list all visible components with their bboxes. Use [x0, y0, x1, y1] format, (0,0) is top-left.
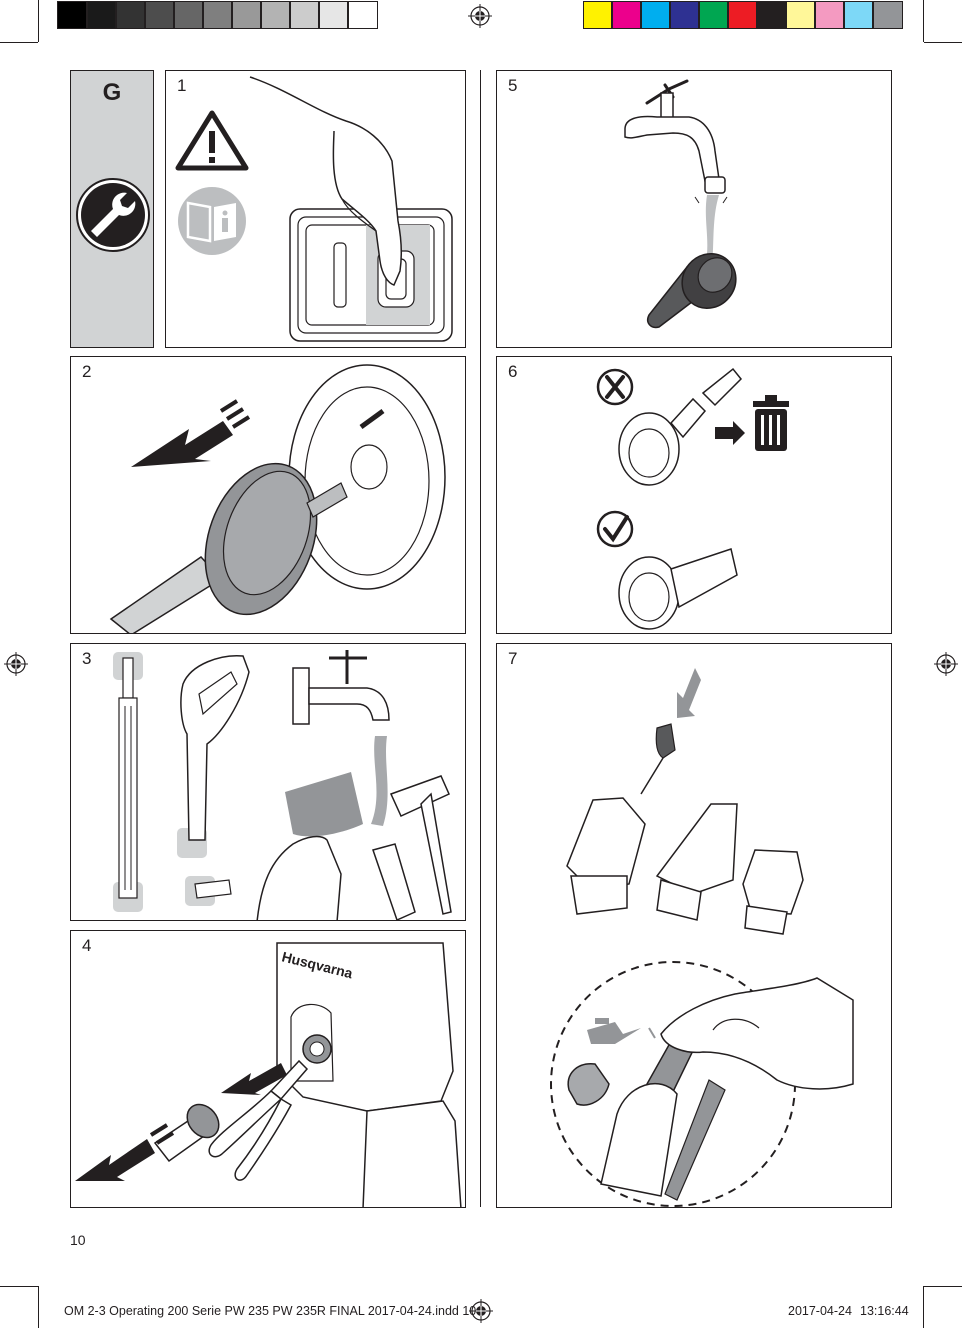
- panel-6: 6: [496, 356, 892, 634]
- panel-7: 7: [496, 643, 892, 1208]
- oil-can-icon: [587, 1018, 656, 1044]
- gray-swatch: [145, 1, 174, 29]
- insert-arrow: [677, 668, 701, 718]
- plug: [109, 462, 348, 633]
- panel-number: 1: [177, 76, 187, 95]
- color-swatch: [612, 1, 641, 29]
- trash-icon: [753, 395, 789, 451]
- filter-insert: [640, 723, 676, 795]
- pull-arrow: [131, 399, 251, 467]
- manual-info-icon: [178, 187, 246, 255]
- panel-1: 1: [165, 70, 466, 348]
- gray-swatch: [203, 1, 232, 29]
- gray-swatch: [87, 1, 116, 29]
- color-swatch: [786, 1, 815, 29]
- gray-swatch: [174, 1, 203, 29]
- nozzle: [647, 253, 737, 329]
- section-letter: G: [102, 79, 122, 106]
- gray-swatch: [261, 1, 290, 29]
- color-swatch: [844, 1, 873, 29]
- footer-file-name: OM 2-3 Operating 200 Serie PW 235 PW 235…: [64, 1304, 477, 1318]
- color-swatch: [728, 1, 757, 29]
- warning-icon: [175, 110, 249, 171]
- tap-cleaning: [256, 650, 452, 920]
- panel-number: 6: [508, 362, 518, 381]
- footer-date: 2017-04-24: [788, 1304, 852, 1318]
- nozzle-set: [566, 797, 804, 935]
- gray-swatch: [232, 1, 261, 29]
- gray-swatch: [319, 1, 348, 29]
- cross-icon: [596, 368, 634, 406]
- panel-5: 5: [496, 70, 892, 348]
- color-swatch: [699, 1, 728, 29]
- hose-connector: [153, 1103, 220, 1163]
- panel-number: 3: [82, 649, 92, 668]
- panel-2: 2: [70, 356, 466, 634]
- page-number: 10: [70, 1232, 86, 1248]
- lance: [113, 652, 143, 912]
- wrench-icon: [76, 178, 150, 252]
- gray-swatch: [348, 1, 378, 29]
- color-swatch: [670, 1, 699, 29]
- registration-mark-icon: [468, 4, 492, 28]
- hand-pointing: [249, 76, 403, 286]
- panel-3: 3: [70, 643, 466, 921]
- gray-swatch: [116, 1, 145, 29]
- hand: [660, 977, 854, 1090]
- color-swatch: [815, 1, 844, 29]
- water-tap: [624, 79, 726, 194]
- check-icon: [596, 510, 634, 548]
- spray-gun: [177, 655, 250, 906]
- panel-number: 2: [82, 362, 92, 381]
- panel-number: 7: [508, 649, 518, 668]
- color-swatch: [583, 1, 612, 29]
- wall-socket: [288, 364, 446, 590]
- control-panel: [289, 208, 453, 342]
- broken-nozzle: [618, 367, 743, 486]
- discard-arrow: [715, 421, 745, 445]
- gray-swatch: [57, 1, 87, 29]
- intact-nozzle: [618, 548, 738, 630]
- registration-mark-icon: [934, 652, 958, 676]
- pressure-washer-body: [276, 942, 462, 1207]
- gray-swatch: [290, 1, 319, 29]
- panel-number: 4: [82, 936, 92, 955]
- footer-time: 13:16:44: [860, 1304, 909, 1318]
- registration-mark-icon: [469, 1299, 493, 1323]
- column-divider: [480, 70, 481, 1207]
- color-swatch: [641, 1, 670, 29]
- pliers: [208, 1059, 309, 1181]
- color-swatch: [873, 1, 903, 29]
- color-swatch: [757, 1, 786, 29]
- section-tab: G: [70, 70, 154, 348]
- registration-mark-icon: [4, 652, 28, 676]
- panel-4: 4 Husqvarna: [70, 930, 466, 1208]
- pull-arrow: [75, 1063, 287, 1181]
- panel-number: 5: [508, 76, 518, 95]
